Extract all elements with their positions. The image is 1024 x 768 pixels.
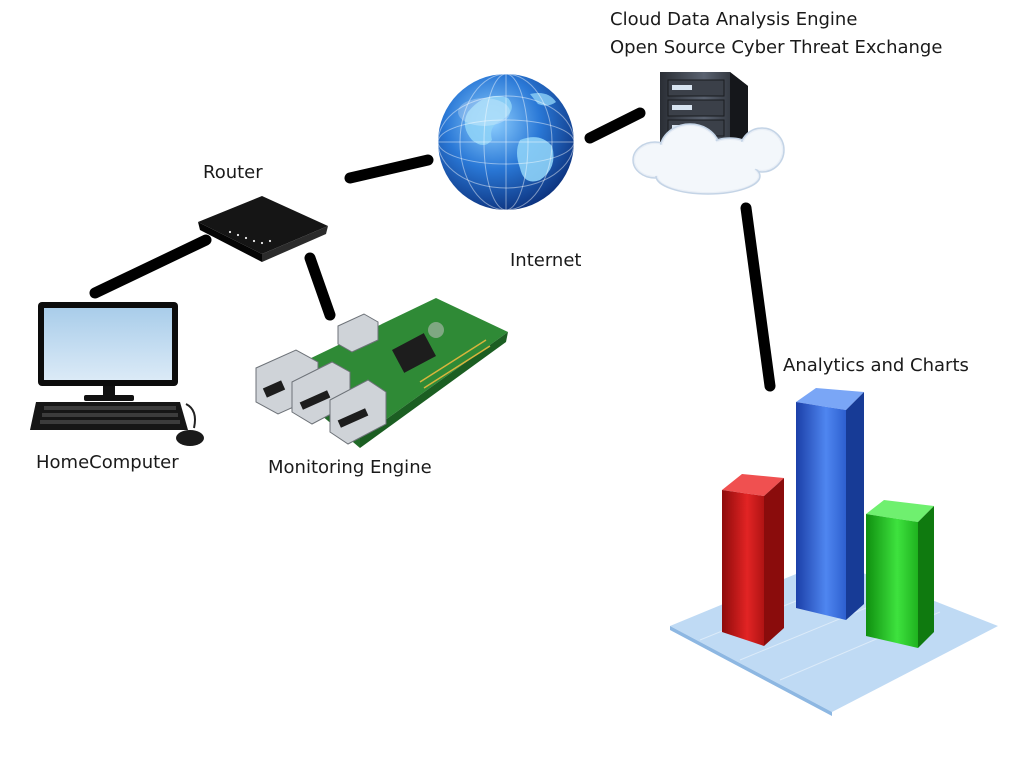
cloud-label-line2: Open Source Cyber Threat Exchange bbox=[610, 37, 943, 58]
globe-icon bbox=[437, 73, 575, 211]
link-home-router bbox=[89, 234, 212, 299]
router-label: Router bbox=[203, 162, 263, 183]
analytics-label: Analytics and Charts bbox=[783, 355, 969, 376]
cloud-label-line1: Cloud Data Analysis Engine bbox=[610, 9, 858, 30]
router-icon bbox=[198, 196, 328, 262]
monitoring-engine-label: Monitoring Engine bbox=[268, 457, 432, 478]
desktop-computer-icon bbox=[30, 302, 204, 446]
raspberry-pi-icon bbox=[255, 298, 508, 448]
bar-chart-icon bbox=[670, 388, 998, 716]
home-computer-label: HomeComputer bbox=[36, 452, 179, 473]
internet-label: Internet bbox=[510, 250, 582, 271]
link-internet-cloud bbox=[584, 107, 646, 144]
link-router-monitoring bbox=[304, 252, 336, 321]
server-cloud-icon bbox=[632, 72, 785, 195]
link-cloud-analytics bbox=[740, 202, 776, 392]
link-router-internet bbox=[344, 154, 434, 184]
connection-lines bbox=[89, 107, 776, 392]
